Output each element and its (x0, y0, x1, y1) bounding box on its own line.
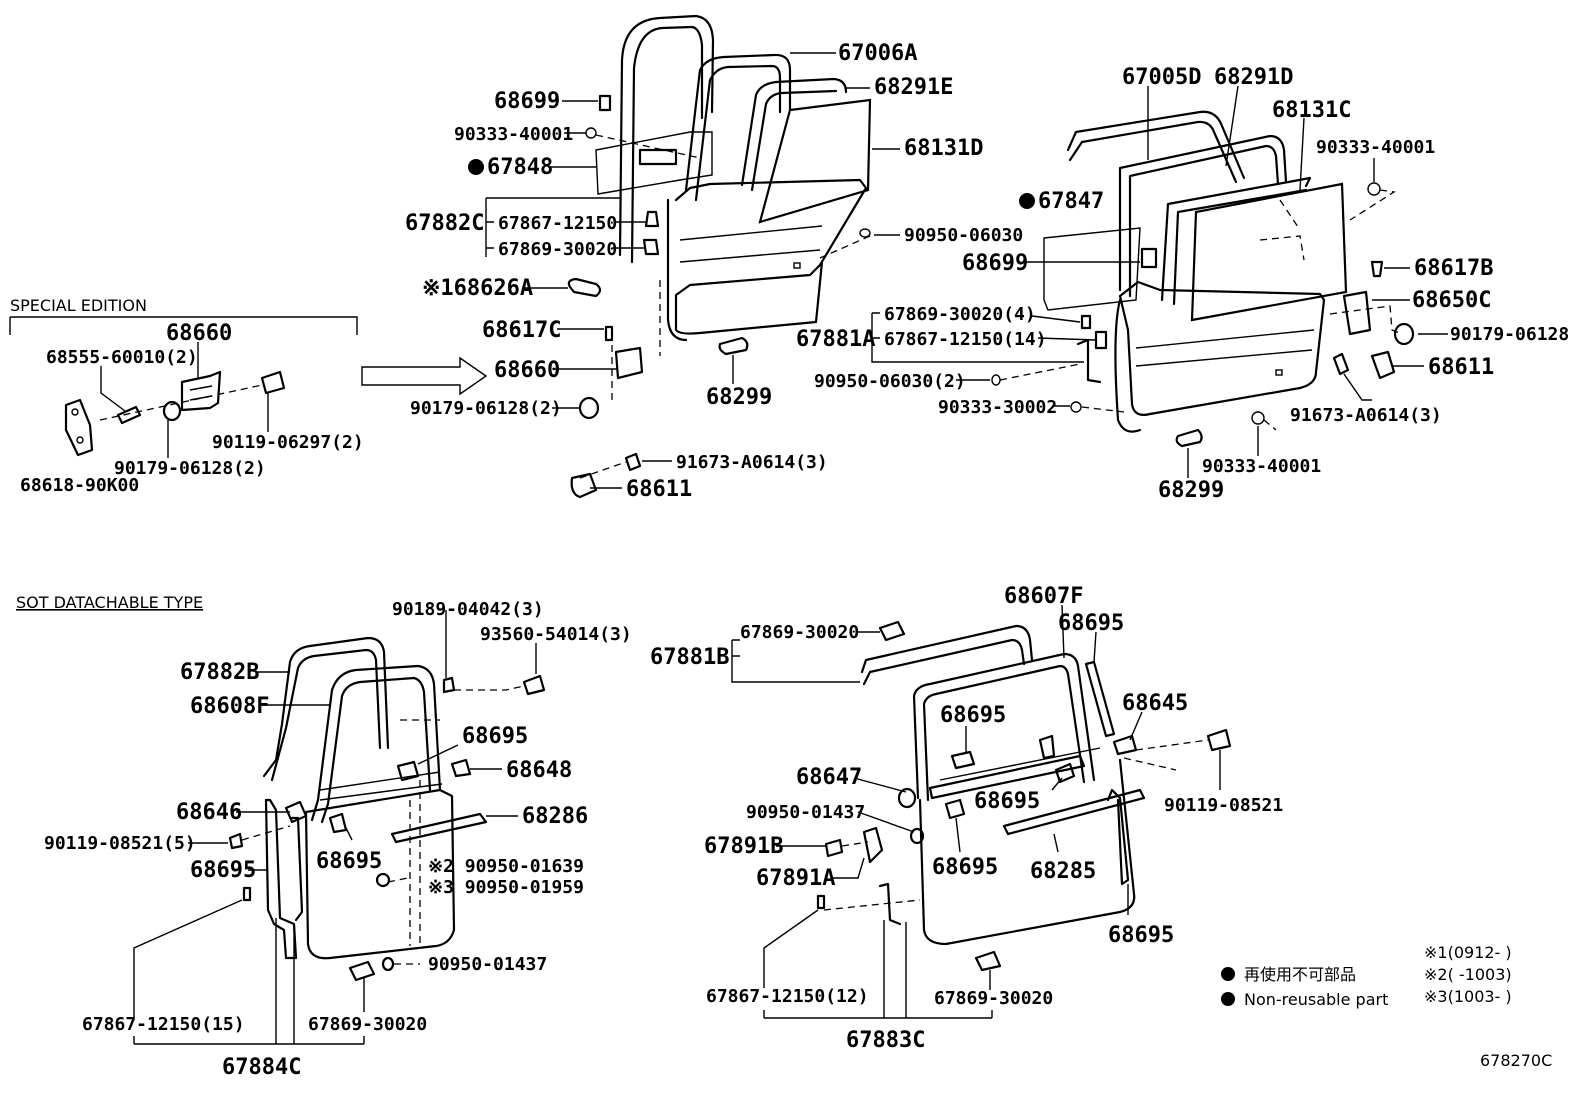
label-68660b: 68660 (494, 358, 560, 383)
label-90189: 90189-04042(3) (392, 599, 544, 620)
label-67869-30020a: 67869-30020 (498, 239, 617, 260)
label-90333-30002: 90333-30002 (938, 397, 1057, 418)
label-68607F: 68607F (1004, 584, 1083, 609)
label-67882C: 67882C (405, 211, 484, 236)
arrow-icon (361, 356, 488, 396)
label-67867-12150-15: 67867-12150(15) (82, 1014, 245, 1035)
label-91673b: 91673-A0614(3) (1290, 405, 1442, 426)
non-reusable-dot-icon (1221, 967, 1235, 981)
label-67867-12150-14: 67867-12150(14) (884, 329, 1047, 350)
label-68608F: 68608F (190, 694, 269, 719)
label-90179-06128c: 90179-06128(2) (114, 458, 266, 479)
label-68611b: 68611 (1428, 355, 1494, 380)
label-67867-12150-12: 67867-12150(12) (706, 986, 869, 1007)
label-90119-08521: 90119-08521 (1164, 795, 1283, 816)
label-68286: 68286 (522, 804, 588, 829)
label-68617B: 68617B (1414, 256, 1493, 281)
label-90333-40001c: 90333-40001 (1202, 456, 1321, 477)
label-90950-06030-2: 90950-06030(2) (814, 371, 966, 392)
non-reusable-dot-icon (1019, 193, 1035, 209)
label-91673a: 91673-A0614(3) (676, 452, 828, 473)
label-67884C: 67884C (222, 1055, 301, 1080)
label-68695c: 68695 (190, 858, 256, 883)
label-90950-01959: ※3 90950-01959 (428, 877, 584, 898)
label-67005D: 67005D (1122, 65, 1201, 90)
label-68699a: 68699 (494, 89, 560, 114)
label-67867-12150a: 67867-12150 (498, 213, 617, 234)
label-68650C: 68650C (1412, 288, 1491, 313)
label-68131D: 68131D (904, 136, 983, 161)
label-68646: 68646 (176, 800, 242, 825)
label-68660a: 68660 (166, 321, 232, 346)
label-68699b: 68699 (962, 251, 1028, 276)
label-68617C: 68617C (482, 318, 561, 343)
label-68648: 68648 (506, 758, 572, 783)
label-67847: 67847 (1038, 189, 1104, 214)
label-90950-01437b: 90950-01437 (746, 802, 865, 823)
label-67881A: 67881A (796, 327, 875, 352)
label-68291E: 68291E (874, 75, 953, 100)
legend-note-1: ※1(0912- ) (1424, 943, 1512, 962)
label-68695d: 68695 (1058, 611, 1124, 636)
label-90119-08521-5: 90119-08521(5) (44, 833, 196, 854)
diagram-code: 678270C (1480, 1051, 1552, 1070)
label-67869-30020b: 67869-30020 (308, 1014, 427, 1035)
label-68299a: 68299 (706, 385, 772, 410)
legend-en: Non-reusable part (1244, 990, 1388, 1009)
detachable-rear-group: 67869-30020 68607F 68695 67881B 68695 68… (650, 584, 1283, 1053)
detachable-title: SOT DATACHABLE TYPE (16, 593, 203, 612)
legend: ※1(0912- ) 再使用不可部品 ※2( -1003) Non-reusab… (1221, 943, 1552, 1070)
label-90179-06128a: 90179-06128(2) (410, 398, 562, 419)
label-67869-30020d: 67869-30020 (934, 988, 1053, 1009)
label-68647: 68647 (796, 765, 862, 790)
label-90333-40001b: 90333-40001 (1316, 137, 1435, 158)
legend-note-2: ※2( -1003) (1424, 965, 1512, 984)
label-68626A: ※168626A (422, 276, 533, 301)
label-68695h: 68695 (1108, 923, 1174, 948)
front-door-group: 67006A 68291E 68699 90333-40001 68131D 6… (405, 14, 1023, 502)
label-90950-01639: ※2 90950-01639 (428, 856, 584, 877)
label-67883C: 67883C (846, 1028, 925, 1053)
label-67848: 67848 (487, 155, 553, 180)
legend-jp: 再使用不可部品 (1244, 965, 1356, 984)
label-68611a: 68611 (626, 477, 692, 502)
label-68299b: 68299 (1158, 478, 1224, 503)
label-67869-30020-4: 67869-30020(4) (884, 304, 1036, 325)
label-67006A: 67006A (838, 41, 917, 66)
label-68695g: 68695 (932, 855, 998, 880)
label-67881B: 67881B (650, 645, 729, 670)
label-90119-06297: 90119-06297(2) (212, 432, 364, 453)
label-93560: 93560-54014(3) (480, 624, 632, 645)
label-68695b: 68695 (316, 849, 382, 874)
non-reusable-dot-icon (1221, 992, 1235, 1006)
label-67882B: 67882B (180, 660, 259, 685)
label-67869-30020c: 67869-30020 (740, 622, 859, 643)
label-68555: 68555-60010(2) (46, 347, 198, 368)
label-90950-01437a: 90950-01437 (428, 954, 547, 975)
label-68291D: 68291D (1214, 65, 1293, 90)
label-68285: 68285 (1030, 859, 1096, 884)
legend-note-3: ※3(1003- ) (1424, 987, 1512, 1006)
label-67891A: 67891A (756, 866, 835, 891)
non-reusable-dot-icon (468, 159, 484, 175)
label-68695f: 68695 (974, 789, 1040, 814)
special-edition-title: SPECIAL EDITION (10, 296, 147, 315)
label-90333-40001a: 90333-40001 (454, 124, 573, 145)
detachable-group: SOT DATACHABLE TYPE (16, 593, 632, 1080)
label-68695a: 68695 (462, 724, 528, 749)
label-68645: 68645 (1122, 691, 1188, 716)
label-90950-06030a: 90950-06030 (904, 225, 1023, 246)
rear-door-group: 67005D 68291D 68131C 90333-40001 67847 6… (796, 65, 1569, 503)
label-90179-06128b: 90179-06128 (1450, 324, 1569, 345)
label-68695e: 68695 (940, 703, 1006, 728)
label-67891B: 67891B (704, 834, 783, 859)
label-68131C: 68131C (1272, 98, 1351, 123)
label-68618: 68618-90K00 (20, 475, 139, 496)
special-edition-group: SPECIAL EDITION 68660 68555-60010(2) 901… (9, 296, 488, 496)
